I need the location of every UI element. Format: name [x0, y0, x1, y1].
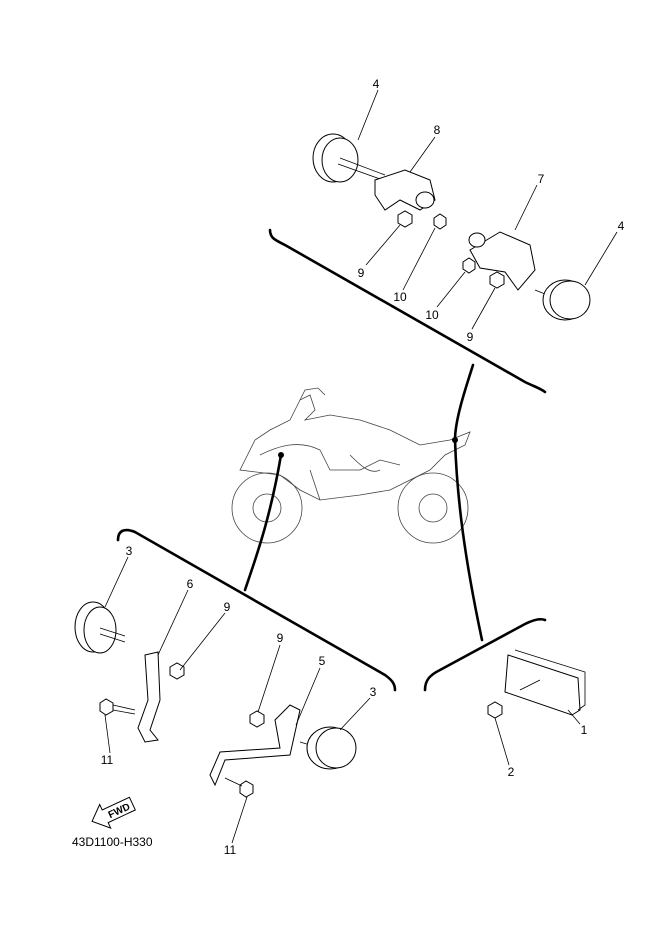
- reflector-1: [504, 649, 586, 716]
- callout-6: 6: [187, 577, 194, 591]
- callout-4: 4: [373, 77, 380, 91]
- callout-4: 4: [618, 219, 625, 233]
- callout-9: 9: [358, 266, 365, 280]
- fwd-arrow-icon: FWD: [91, 796, 136, 829]
- bracket-8: [374, 169, 436, 211]
- atv-illustration: [231, 387, 471, 544]
- callout-9: 9: [224, 600, 231, 614]
- callout-7: 7: [538, 172, 545, 186]
- bracket-5: [209, 704, 301, 787]
- nut-9-top-left: [397, 210, 413, 228]
- turn-signal-lamp-3-left: [74, 601, 126, 654]
- bracket-7: [468, 231, 536, 291]
- part-code: 43D1100-H330: [72, 835, 153, 849]
- callout-9: 9: [277, 631, 284, 645]
- callout-10: 10: [425, 308, 439, 322]
- nut-2: [487, 701, 503, 719]
- callout-11: 11: [224, 843, 237, 857]
- callout-3: 3: [370, 685, 377, 699]
- callout-3: 3: [126, 544, 133, 558]
- nut-9-right: [249, 710, 265, 728]
- callout-5: 5: [319, 654, 326, 668]
- callout-1: 1: [581, 723, 588, 737]
- section-brackets: [116, 228, 547, 692]
- turn-signal-lamp-4-right: [534, 279, 591, 321]
- callout-9: 9: [467, 330, 474, 344]
- nut-10-top-left: [433, 213, 447, 230]
- callout-8: 8: [434, 123, 441, 137]
- bolt-11-right: [224, 777, 254, 798]
- callout-2: 2: [508, 765, 515, 779]
- callout-11: 11: [101, 753, 114, 767]
- bolt-11-left: [99, 698, 136, 716]
- nut-9-left: [169, 662, 185, 680]
- nut-10-top-right: [462, 257, 476, 274]
- callout-10: 10: [393, 290, 407, 304]
- fwd-label: FWD: [107, 802, 132, 822]
- bracket-6: [137, 651, 161, 743]
- callout-leaders: [104, 89, 618, 844]
- nut-9-top-right: [489, 271, 505, 289]
- turn-signal-lamp-4-left: [312, 133, 386, 183]
- turn-signal-lamp-3-right: [299, 726, 357, 770]
